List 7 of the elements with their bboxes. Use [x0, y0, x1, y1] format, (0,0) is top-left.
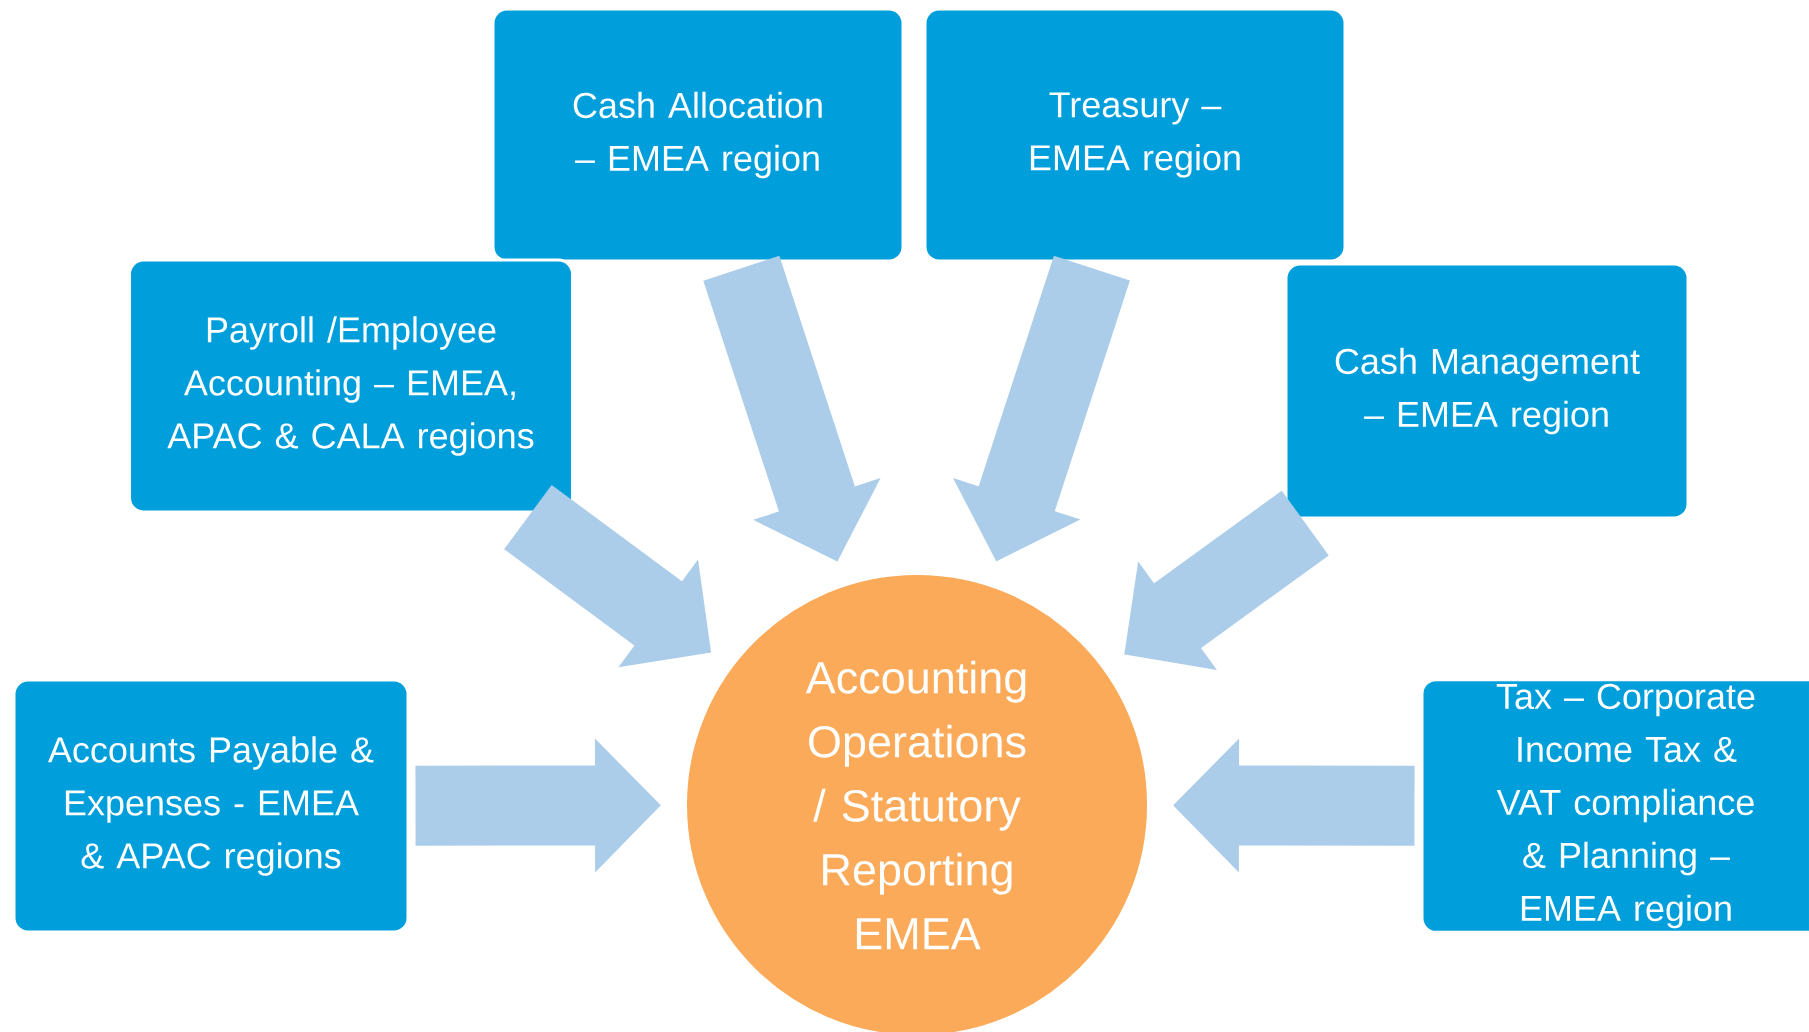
process-box: Tax – Corporate Income Tax & VAT compliance & Planning – EMEA region — [1420, 678, 1809, 934]
process-box: Treasury – EMEA region — [923, 7, 1347, 263]
process-box: Cash Management – EMEA region — [1284, 262, 1690, 520]
process-box: Cash Allocation – EMEA region — [491, 7, 905, 263]
process-box: Payroll /Employee Accounting – EMEA, APAC & CALA regions — [128, 258, 574, 514]
circle-node: Accounting Operations / Statutory Reporting EMEA — [685, 573, 1149, 1032]
process-box: Accounts Payable & Expenses - EMEA & APAC regions — [12, 678, 410, 934]
